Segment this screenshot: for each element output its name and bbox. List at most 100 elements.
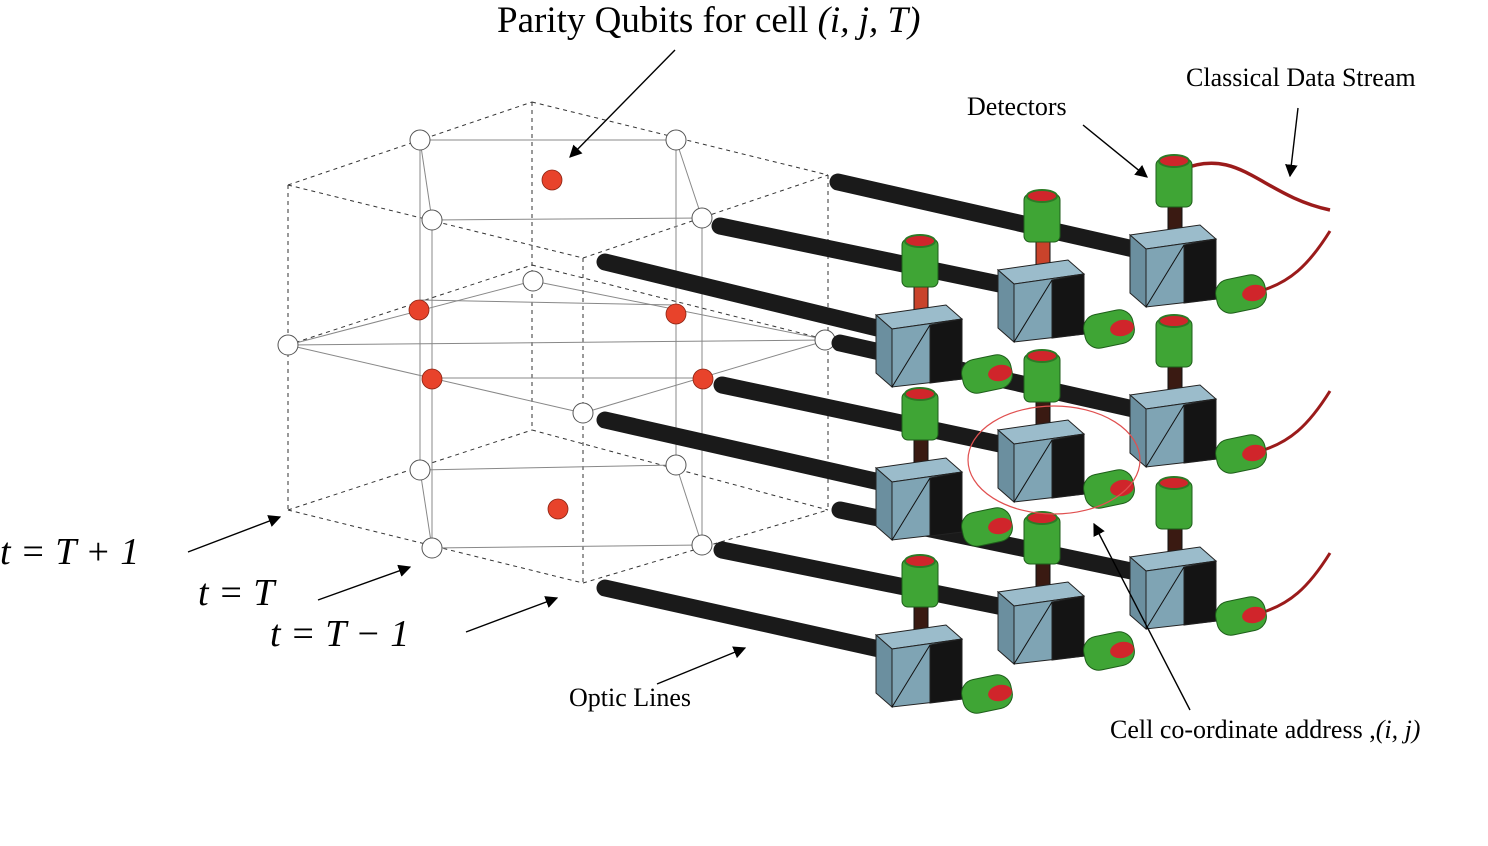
detector-icon xyxy=(1215,434,1267,474)
lattice-edge xyxy=(675,139,703,219)
cell-address-ring xyxy=(967,405,1141,515)
detector-icon xyxy=(1083,631,1135,671)
detector-unit xyxy=(996,511,1135,671)
classical-data-stream-label: Classical Data Stream xyxy=(1186,63,1416,92)
arrow-icon xyxy=(1093,522,1191,711)
beam-splitter-diagonal xyxy=(1145,404,1185,468)
lattice-edge xyxy=(287,339,829,346)
detector-array xyxy=(596,154,1332,714)
optic-fiber-icon xyxy=(829,173,1169,264)
title-vars: (i, j, T) xyxy=(818,0,921,41)
open-qubit xyxy=(421,209,443,231)
detector-icon xyxy=(961,507,1013,547)
title-text: Parity Qubits for cell xyxy=(497,0,818,41)
lattice-edge xyxy=(287,184,584,259)
open-qubit xyxy=(522,270,544,292)
lattice-edge xyxy=(419,299,677,306)
beam-splitter-shadow xyxy=(1183,398,1217,464)
detector-aperture xyxy=(904,554,936,568)
cell-address-vars: (i, j) xyxy=(1376,715,1421,744)
lattice-edge xyxy=(419,469,433,549)
detector-aperture xyxy=(988,684,1012,702)
beam-splitter-shadow xyxy=(1051,433,1085,499)
title: Parity Qubits for cell (i, j, T) xyxy=(497,0,920,41)
lattice-edge xyxy=(287,101,533,186)
parity-qubit xyxy=(421,368,443,390)
detector-aperture xyxy=(1242,606,1266,624)
parity-qubit xyxy=(665,303,687,325)
detector-icon xyxy=(1215,274,1267,314)
parity-qubit xyxy=(541,169,563,191)
open-qubit xyxy=(814,329,836,351)
open-qubit xyxy=(277,334,299,356)
detector-aperture xyxy=(1026,189,1058,203)
open-qubit xyxy=(665,129,687,151)
detector-icon xyxy=(1083,469,1135,509)
detector-icon xyxy=(961,674,1013,714)
detector-unit xyxy=(996,189,1135,349)
open-qubit xyxy=(691,207,713,229)
detector-aperture xyxy=(1110,479,1134,497)
lattice-edge xyxy=(419,139,433,221)
lattice-edge xyxy=(287,509,584,584)
detector-aperture xyxy=(904,234,936,248)
parity-qubit xyxy=(692,368,714,390)
beam-splitter-shadow xyxy=(929,638,963,704)
lattice-edge xyxy=(582,509,829,584)
classical-wire xyxy=(1179,161,1331,212)
time-label-t-minus-1: t = T − 1 xyxy=(270,613,409,655)
arrow-icon xyxy=(465,596,559,633)
beam-splitter-shadow xyxy=(1051,273,1085,339)
detector-aperture xyxy=(1026,511,1058,525)
detector-aperture xyxy=(1158,154,1190,168)
arrow-icon xyxy=(569,49,676,158)
open-qubit xyxy=(409,129,431,151)
annotation-arrows xyxy=(187,49,1299,711)
detector-aperture xyxy=(1242,284,1266,302)
optic-fiber-icon xyxy=(711,217,1037,299)
arrow-icon xyxy=(317,564,412,601)
beam-splitter-diagonal xyxy=(891,477,931,541)
open-qubit xyxy=(409,459,431,481)
optic-fiber-icon xyxy=(596,411,915,497)
time-label-t-plus-1: t = T + 1 xyxy=(0,531,139,573)
lattice xyxy=(277,101,836,584)
beam-splitter-shadow xyxy=(929,318,963,384)
open-qubit xyxy=(691,534,713,556)
detector-aperture xyxy=(988,517,1012,535)
lattice-edge xyxy=(419,464,677,471)
detector-unit xyxy=(874,387,1013,547)
beam-splitter-diagonal xyxy=(1013,601,1053,665)
detector-aperture xyxy=(1026,349,1058,363)
parity-qubit xyxy=(547,498,569,520)
optic-fiber-icon xyxy=(596,253,915,344)
beam-splitter-shadow xyxy=(1183,560,1217,626)
arrow-icon xyxy=(187,515,282,553)
detector-unit xyxy=(1128,314,1332,474)
arrow-icon xyxy=(1285,107,1299,178)
open-qubit xyxy=(665,454,687,476)
detector-icon xyxy=(1083,309,1135,349)
beam-splitter-diagonal xyxy=(1013,279,1053,343)
detector-icon xyxy=(961,354,1013,394)
cell-address-text: Cell co-ordinate address , xyxy=(1110,715,1376,744)
detector-unit xyxy=(996,349,1135,509)
beam-splitter-shadow xyxy=(1183,238,1217,304)
lattice-edge xyxy=(431,217,703,221)
lattice-edge xyxy=(431,544,703,549)
lattice-edge xyxy=(675,464,703,546)
beam-splitter-diagonal xyxy=(891,644,931,708)
parity-qubit xyxy=(408,299,430,321)
arrow-icon xyxy=(656,646,747,685)
time-label-t: t = T xyxy=(198,572,277,614)
arrow-icon xyxy=(1082,124,1148,178)
detector-aperture xyxy=(988,364,1012,382)
beam-splitter-diagonal xyxy=(1145,244,1185,308)
open-qubit xyxy=(421,537,443,559)
detector-aperture xyxy=(1158,476,1190,490)
beam-splitter-diagonal xyxy=(1145,566,1185,630)
optic-fiber-icon xyxy=(713,541,1037,621)
detector-aperture xyxy=(1110,319,1134,337)
optic-fiber-icon xyxy=(596,579,915,664)
beam-splitter-shadow xyxy=(1051,595,1085,661)
